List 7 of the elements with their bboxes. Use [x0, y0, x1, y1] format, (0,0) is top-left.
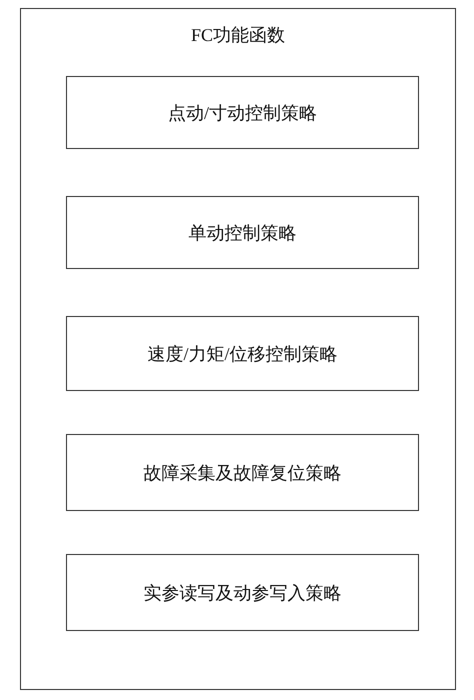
strategy-box: 故障采集及故障复位策略: [66, 434, 419, 511]
strategy-box: 单动控制策略: [66, 196, 419, 269]
strategy-box: 实参读写及动参写入策略: [66, 554, 419, 631]
heading: FC功能函数: [190, 24, 286, 47]
frame-box: [20, 8, 456, 690]
strategy-box: 速度/力矩/位移控制策略: [66, 316, 419, 391]
strategy-box: 点动/寸动控制策略: [66, 76, 419, 149]
